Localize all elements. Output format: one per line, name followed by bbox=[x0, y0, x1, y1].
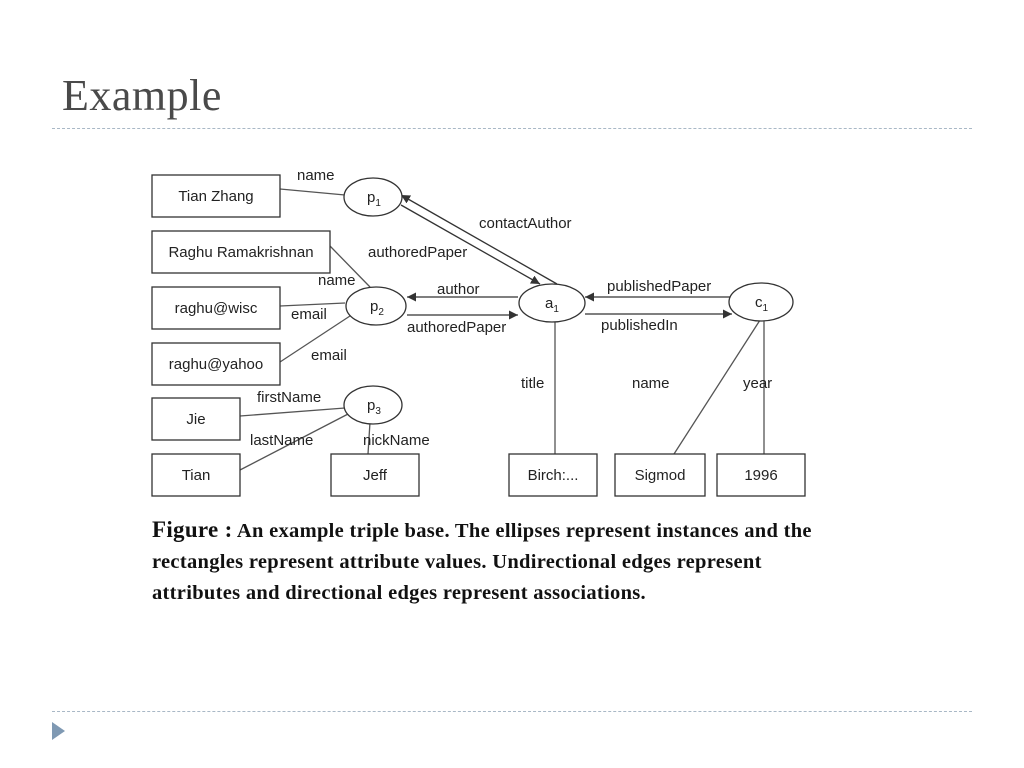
figure-caption-label: Figure : bbox=[152, 517, 233, 542]
label-contact-author: contactAuthor bbox=[479, 215, 572, 232]
node-p2-label: p2 bbox=[370, 298, 384, 318]
box-raghu-yahoo bbox=[151, 342, 281, 386]
figure-caption-text: An example triple base. The ellipses rep… bbox=[152, 520, 812, 604]
slide-title: Example bbox=[62, 71, 222, 120]
association-edges bbox=[400, 194, 732, 320]
node-c1 bbox=[728, 282, 794, 322]
node-p1 bbox=[343, 177, 403, 217]
triple-base-diagram: Tian Zhang Raghu Ramakrishnan raghu@wisc… bbox=[151, 167, 806, 497]
node-p3 bbox=[343, 385, 403, 425]
edge-email-wisc bbox=[279, 302, 346, 307]
label-authored-paper-p2: authoredPaper bbox=[407, 319, 506, 336]
node-a1 bbox=[518, 283, 586, 323]
label-title: title bbox=[521, 375, 544, 392]
edge-first-name bbox=[239, 407, 346, 417]
edge-last-name bbox=[239, 412, 351, 471]
node-a1-label: a1 bbox=[545, 295, 559, 315]
label-name-p1: name bbox=[297, 167, 335, 184]
box-raghu-wisc bbox=[151, 286, 281, 330]
box-1996 bbox=[716, 453, 806, 497]
box-jeff-text: Jeff bbox=[363, 467, 388, 484]
label-name-p2: name bbox=[318, 272, 356, 289]
box-raghu-ramakrishnan bbox=[151, 230, 331, 274]
label-published-paper: publishedPaper bbox=[607, 278, 711, 295]
box-1996-text: 1996 bbox=[744, 467, 777, 484]
node-p3-label: p3 bbox=[367, 397, 381, 417]
box-raghu-yahoo-text: raghu@yahoo bbox=[169, 356, 263, 373]
node-p1-label: p1 bbox=[367, 189, 381, 209]
footer-divider bbox=[52, 711, 972, 712]
edge-contact-author bbox=[400, 194, 558, 285]
box-birch-text: Birch:... bbox=[528, 467, 579, 484]
label-year: year bbox=[743, 375, 772, 392]
label-authored-paper-p1: authoredPaper bbox=[368, 244, 467, 261]
box-sigmod bbox=[614, 453, 706, 497]
edge-name-c1 bbox=[673, 316, 763, 455]
label-email-wisc: email bbox=[291, 306, 327, 323]
box-tian-zhang-text: Tian Zhang bbox=[178, 188, 253, 205]
box-jie-text: Jie bbox=[186, 411, 205, 428]
label-nick-name: nickName bbox=[363, 432, 430, 449]
label-author: author bbox=[437, 281, 480, 298]
box-jie bbox=[151, 397, 241, 441]
attribute-edges bbox=[239, 188, 765, 471]
edge-authored-paper-p1 bbox=[400, 204, 541, 285]
title-divider bbox=[52, 128, 972, 129]
box-tian-zhang bbox=[151, 174, 281, 218]
label-first-name: firstName bbox=[257, 389, 321, 406]
label-published-in: publishedIn bbox=[601, 317, 678, 334]
label-email-yahoo: email bbox=[311, 347, 347, 364]
figure-caption: Figure : An example triple base. The ell… bbox=[152, 514, 852, 609]
box-sigmod-text: Sigmod bbox=[635, 467, 686, 484]
box-jeff bbox=[330, 453, 420, 497]
edge-email-yahoo bbox=[279, 313, 354, 363]
box-tian-text: Tian bbox=[182, 467, 211, 484]
box-tian bbox=[151, 453, 241, 497]
node-p2 bbox=[345, 286, 407, 326]
edge-name-p1 bbox=[279, 188, 346, 196]
box-birch bbox=[508, 453, 598, 497]
box-raghu-wisc-text: raghu@wisc bbox=[175, 300, 258, 317]
label-name-c1: name bbox=[632, 375, 670, 392]
edge-name-p2 bbox=[329, 245, 371, 288]
triangle-bullet-icon bbox=[52, 722, 65, 740]
node-c1-label: c1 bbox=[755, 294, 769, 314]
edge-nick-name bbox=[367, 421, 371, 455]
label-last-name: lastName bbox=[250, 432, 313, 449]
box-raghu-ramakrishnan-text: Raghu Ramakrishnan bbox=[168, 244, 313, 261]
